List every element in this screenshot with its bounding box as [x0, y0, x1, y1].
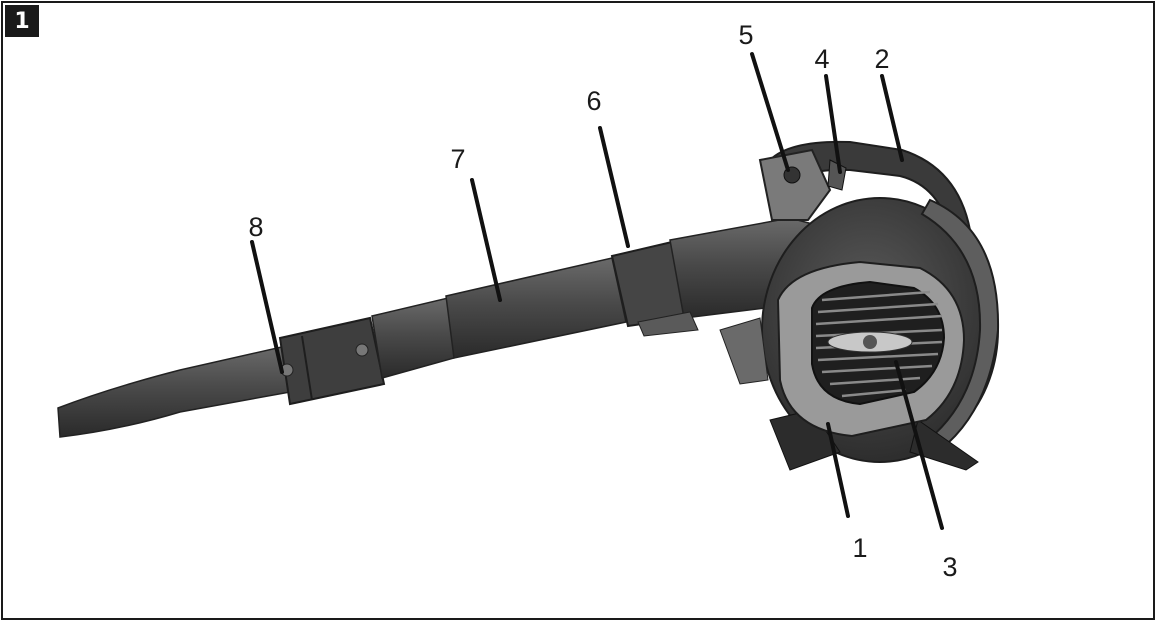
callout-leader-lines — [250, 52, 944, 530]
callout-1: 1 — [852, 533, 867, 563]
callout-6: 6 — [586, 86, 601, 116]
tube-bracket — [637, 311, 699, 337]
callout-3: 3 — [942, 552, 957, 582]
callout-2: 2 — [874, 44, 889, 74]
leader-line-7 — [470, 178, 502, 302]
leader-line-4 — [824, 74, 842, 174]
fuel-tank-tab — [719, 317, 769, 385]
middle-tube — [371, 297, 455, 379]
leader-line-3 — [894, 360, 944, 530]
foot-right — [909, 419, 979, 471]
nozzle-tip — [57, 345, 291, 438]
control-housing — [758, 148, 832, 221]
callout-4: 4 — [814, 44, 829, 74]
callout-7: 7 — [450, 144, 465, 174]
leader-line-1 — [826, 422, 850, 518]
callout-8: 8 — [248, 212, 263, 242]
clip-pin-right — [355, 343, 369, 357]
leader-line-8 — [250, 240, 284, 374]
figure-number-badge: 1 — [5, 5, 39, 37]
main-blow-tube-7 — [445, 257, 627, 359]
leader-line-5 — [750, 52, 790, 172]
tube-clip-8 — [278, 316, 386, 406]
leader-line-2 — [880, 74, 904, 162]
callout-5: 5 — [738, 20, 753, 50]
intake-grille-3 — [811, 280, 946, 406]
tube-clip-ring — [301, 335, 313, 401]
leader-line-6 — [598, 126, 630, 248]
